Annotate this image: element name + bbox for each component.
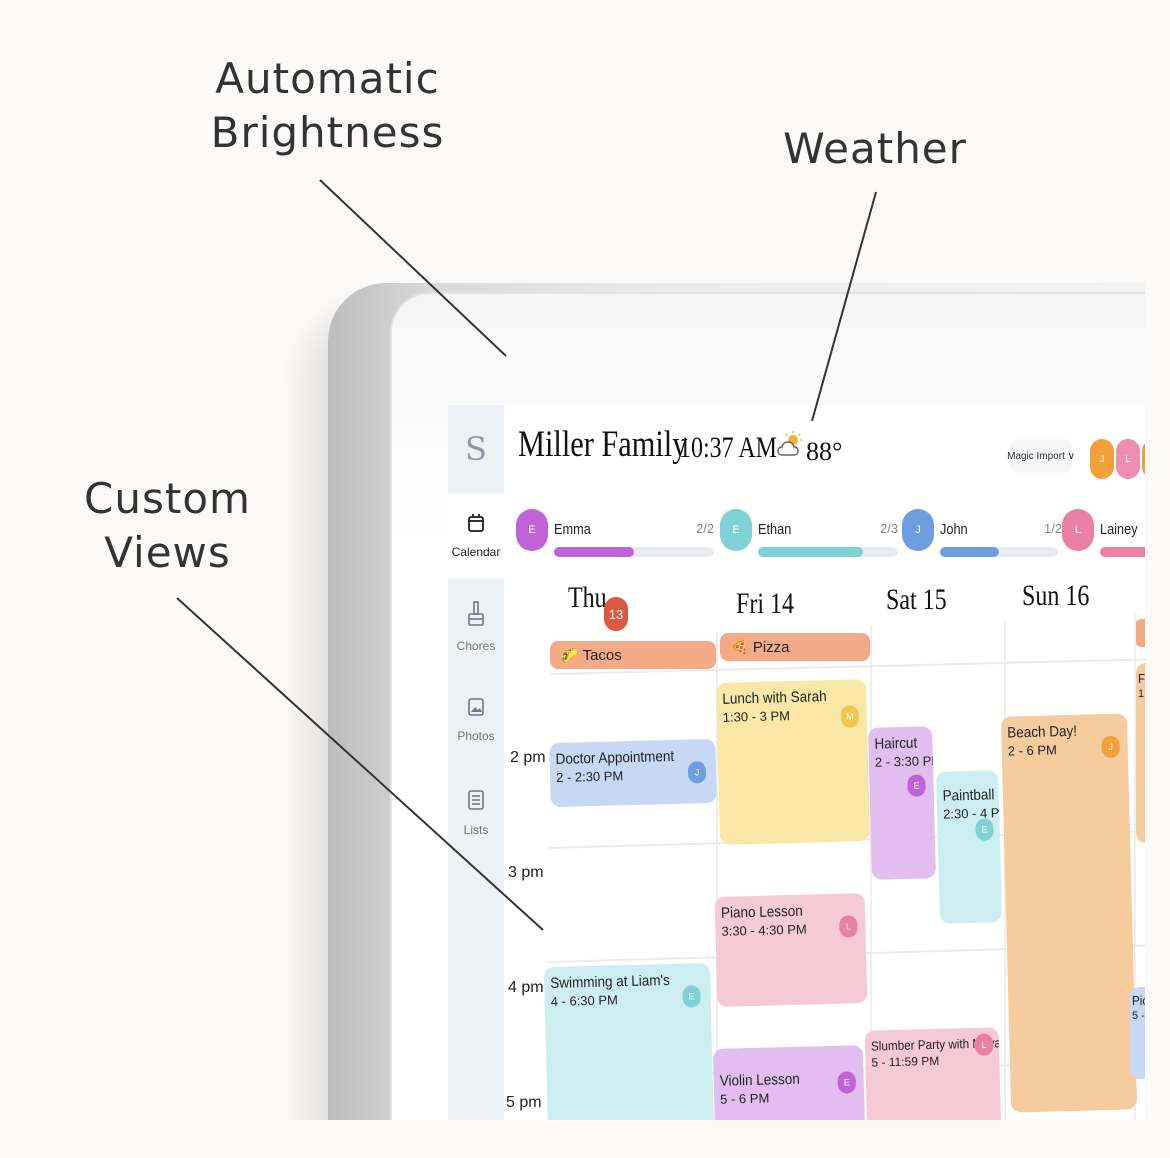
sidebar-item-chores[interactable]: Chores xyxy=(448,601,504,661)
sidebar-item-label: Chores xyxy=(456,639,496,653)
avatar: J xyxy=(902,509,934,551)
progress-fill xyxy=(554,547,634,557)
event-time: 5 - xyxy=(1132,1010,1145,1022)
photo-icon xyxy=(448,697,504,723)
member-lainey[interactable]: L Lainey xyxy=(1062,509,1148,557)
day-header-sun[interactable]: Sun 16 xyxy=(1022,579,1090,612)
avatar: E xyxy=(720,509,752,551)
time-label: 2 pm xyxy=(510,749,546,766)
day-divider xyxy=(870,627,872,1121)
weather-leader xyxy=(811,191,877,422)
meal-partial[interactable] xyxy=(1134,619,1148,647)
time-label: 5 pm xyxy=(506,1094,542,1111)
member-name: John xyxy=(940,521,968,538)
chore-count: 2/2 xyxy=(696,521,715,536)
broom-icon xyxy=(448,601,504,633)
brightness-leader xyxy=(319,179,507,357)
progress-fill xyxy=(1100,547,1148,557)
time-label: 3 pm xyxy=(508,864,544,881)
callout-views-line1: Custom xyxy=(84,474,251,523)
event-partial[interactable]: Pic 5 - xyxy=(1130,987,1148,1079)
callout-weather: Weather xyxy=(783,124,967,173)
progress-track xyxy=(758,547,898,557)
partly-cloudy-icon xyxy=(776,431,804,466)
avatar[interactable]: J xyxy=(1090,439,1114,479)
chore-count: 2/3 xyxy=(880,521,899,536)
day-divider xyxy=(716,633,718,1121)
day-header-sat[interactable]: Sat 15 xyxy=(886,583,947,616)
list-icon xyxy=(448,789,504,817)
member-emma[interactable]: E Emma 2/2 xyxy=(516,509,716,557)
member-name: Emma xyxy=(554,521,591,538)
avatar[interactable]: L xyxy=(1116,439,1140,479)
meal-tacos[interactable]: 🌮 Tacos xyxy=(550,641,716,669)
day-header-thu[interactable]: Thu xyxy=(568,581,607,614)
callout-custom-views: Custom Views xyxy=(70,472,265,580)
sidebar-item-calendar[interactable]: Calendar xyxy=(448,493,504,579)
sidebar: S Calendar Chores Photos Lists xyxy=(448,405,504,1121)
callout-brightness-line2: Brightness xyxy=(210,108,445,157)
event-time: 1: xyxy=(1138,688,1148,700)
today-badge: 13 xyxy=(604,597,628,631)
callout-brightness-line1: Automatic xyxy=(215,54,440,103)
page-edge xyxy=(0,1120,1170,1158)
day-divider xyxy=(1134,615,1136,1121)
avatar: E xyxy=(516,509,548,551)
progress-track xyxy=(554,547,714,557)
member-name: Lainey xyxy=(1100,521,1138,538)
event-title: Fl xyxy=(1138,671,1148,686)
sidebar-item-photos[interactable]: Photos xyxy=(448,697,504,753)
callout-automatic-brightness: Automatic Brightness xyxy=(200,52,455,160)
page-edge xyxy=(1145,0,1170,1158)
sidebar-item-label: Calendar xyxy=(451,545,501,559)
views-leader xyxy=(176,597,544,931)
chore-count: 1/2 xyxy=(1044,521,1063,536)
calendar-icon xyxy=(448,513,504,539)
clock: 10:37 AM xyxy=(679,431,778,464)
family-name: Miller Family xyxy=(518,424,688,465)
progress-fill xyxy=(758,547,863,557)
app-logo: S xyxy=(465,430,487,468)
day-header-fri[interactable]: Fri 14 xyxy=(736,587,795,620)
avatar: L xyxy=(1062,509,1094,551)
sidebar-item-label: Lists xyxy=(463,823,489,837)
sidebar-item-lists[interactable]: Lists xyxy=(448,789,504,845)
member-john[interactable]: J John 1/2 xyxy=(902,509,1070,557)
temperature: 88° xyxy=(806,437,843,466)
meal-pizza[interactable]: 🍕 Pizza xyxy=(720,633,870,661)
progress-track xyxy=(940,547,1058,557)
event-title: Pic xyxy=(1132,993,1148,1008)
member-ethan[interactable]: E Ethan 2/3 xyxy=(720,509,900,557)
progress-track xyxy=(1100,547,1148,557)
member-name: Ethan xyxy=(758,521,792,538)
progress-fill xyxy=(940,547,999,557)
time-label: 4 pm xyxy=(508,979,544,996)
display-screen: S Calendar Chores Photos Lists Mi xyxy=(448,405,1148,1121)
magic-import-button[interactable]: Magic Import ∨ xyxy=(1007,439,1075,473)
callout-views-line2: Views xyxy=(104,528,231,577)
sidebar-item-label: Photos xyxy=(457,729,495,743)
